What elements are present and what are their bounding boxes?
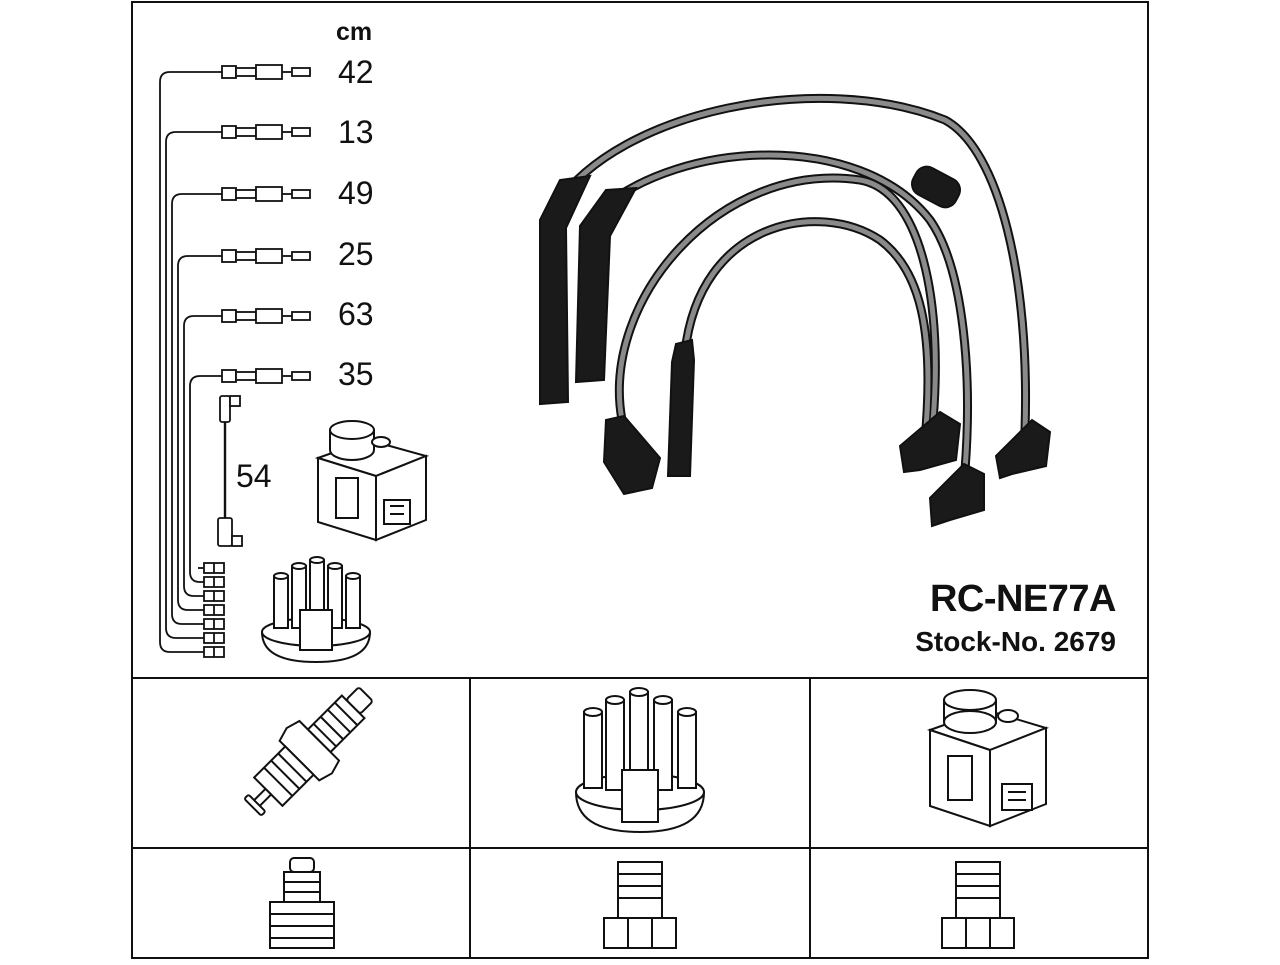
lead-connector-5 [221,308,311,324]
terminal-plug-icon [269,857,335,949]
lead-connector-6 [221,368,311,384]
terminal-coil-icon [941,861,1015,949]
schematic-wire-3 [171,193,222,625]
ignition-coil-small-icon [314,420,430,542]
cable-length-3: 49 [338,175,374,211]
coil-cable-length: 54 [236,458,272,494]
distributor-terminal-3 [203,618,225,630]
distributor-terminal-4 [203,604,225,616]
distributor-cap-small-icon [260,556,372,664]
schematic-wire-1 [159,71,222,653]
lead-connector-2 [221,124,311,140]
schematic-wire-4 [177,255,222,611]
distributor-terminal-1 [203,646,225,658]
distributor-terminal-coil [198,562,225,574]
cable-length-1: 42 [338,54,374,90]
coil-cable-schematic [217,395,243,547]
cable-length-2: 13 [338,114,374,150]
cable-length-5: 63 [338,296,374,332]
spark-plug-icon [244,687,373,816]
cable-length-4: 25 [338,236,374,272]
cable-length-6: 35 [338,356,374,392]
ignition-coil-large-icon [926,689,1050,828]
distributor-cap-large-icon [574,687,706,834]
lead-connector-4 [221,248,311,264]
distributor-terminal-2 [203,632,225,644]
schematic-wire-2 [165,131,222,639]
ignition-cable-set-illustration [539,93,1052,528]
lead-connector-3 [221,186,311,202]
unit-label: cm [336,18,373,46]
outer-frame [131,1,1149,959]
product-model: RC-NE77A [929,578,1117,620]
lead-connector-1 [221,64,311,80]
stock-number: Stock-No. 2679 [915,626,1116,657]
wiring-schematic [159,64,311,658]
distributor-terminal-6 [203,576,225,588]
schematic-wire-6 [189,375,222,583]
schematic-wire-5 [183,315,222,597]
distributor-terminal-5 [203,590,225,602]
terminal-distributor-icon [603,861,677,949]
